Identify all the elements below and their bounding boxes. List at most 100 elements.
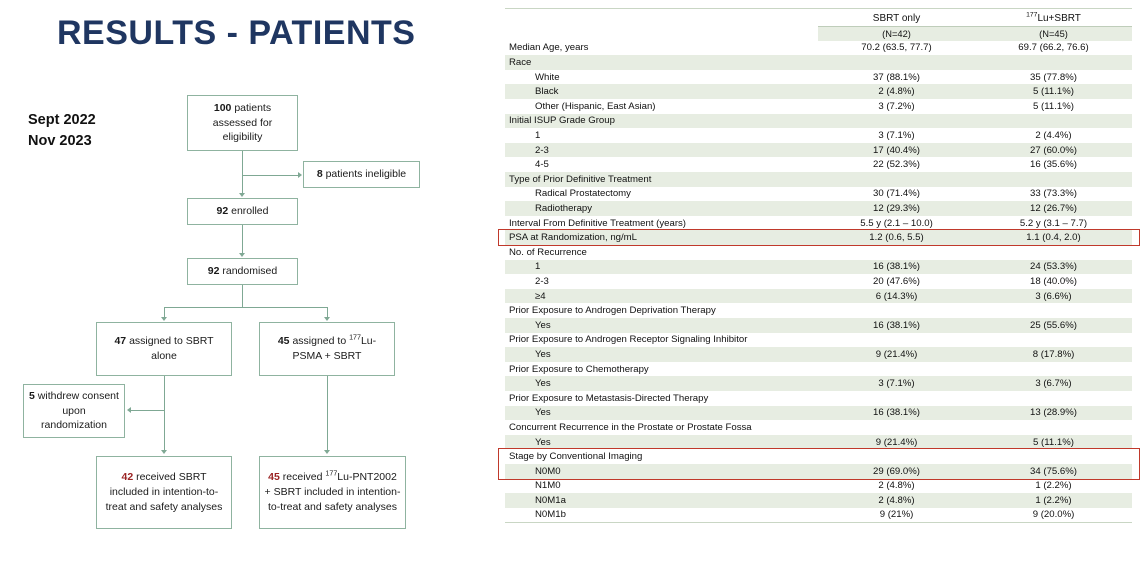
row-label: ≥4 bbox=[505, 288, 818, 304]
flow-text-withdrew: withdrew consent upon randomization bbox=[34, 389, 119, 432]
header-n-lu: (N=45) bbox=[975, 26, 1132, 41]
flow-text-received-sbrt: received SBRT included in intention-to-t… bbox=[105, 471, 223, 513]
cell-lu-sbrt: 5.2 y (3.1 – 7.7) bbox=[975, 215, 1132, 231]
cell-lu-sbrt: 27 (60.0%) bbox=[975, 142, 1132, 158]
connector-split-horizontal bbox=[164, 307, 327, 308]
header-sbrt-only: SBRT only bbox=[818, 11, 975, 27]
row-label: Stage by Conventional Imaging bbox=[505, 449, 818, 464]
cell-lu-sbrt bbox=[975, 113, 1132, 129]
row-label: Prior Exposure to Androgen Receptor Sign… bbox=[505, 332, 818, 348]
connector-lu-down bbox=[327, 376, 328, 451]
flow-box-withdrew: 5 withdrew consent upon randomization bbox=[23, 384, 125, 438]
cell-sbrt-only: 9 (21.4%) bbox=[818, 347, 975, 362]
row-label: No. of Recurrence bbox=[505, 245, 818, 260]
date-range-line1: Sept 2022 bbox=[28, 112, 96, 128]
cell-lu-sbrt: 13 (28.9%) bbox=[975, 405, 1132, 421]
row-label: Prior Exposure to Androgen Deprivation T… bbox=[505, 303, 818, 318]
row-label: 2-3 bbox=[505, 142, 818, 158]
arrow-received-lu bbox=[324, 450, 330, 454]
flow-text-ineligible: patients ineligible bbox=[322, 168, 407, 181]
left-panel: RESULTS - PATIENTS Sept 2022 Nov 2023 10… bbox=[0, 0, 500, 566]
table-row: No. of Recurrence bbox=[505, 245, 1132, 260]
row-label: 4-5 bbox=[505, 157, 818, 173]
cell-lu-sbrt: 18 (40.0%) bbox=[975, 274, 1132, 289]
cell-lu-sbrt bbox=[975, 420, 1132, 435]
cell-sbrt-only: 37 (88.1%) bbox=[818, 69, 975, 85]
table-head: SBRT only 177Lu+SBRT (N=42) (N=45) bbox=[505, 8, 1132, 41]
table-row: Type of Prior Definitive Treatment bbox=[505, 172, 1132, 187]
arrow-ineligible bbox=[298, 172, 302, 178]
cell-lu-sbrt: 8 (17.8%) bbox=[975, 347, 1132, 362]
cell-sbrt-only: 16 (38.1%) bbox=[818, 317, 975, 333]
cell-lu-sbrt bbox=[975, 303, 1132, 318]
flow-num-assigned-lu: 45 bbox=[277, 335, 290, 348]
cell-lu-sbrt: 9 (20.0%) bbox=[975, 507, 1132, 523]
cell-lu-sbrt: 25 (55.6%) bbox=[975, 317, 1132, 333]
row-label: Initial ISUP Grade Group bbox=[505, 113, 818, 129]
row-label: Yes bbox=[505, 376, 818, 391]
flow-text-assigned-lu: assigned to bbox=[289, 335, 350, 348]
flow-text-assigned-sbrt: assigned to SBRT alone bbox=[126, 335, 214, 362]
flow-sup-received-lu: 177 bbox=[325, 469, 338, 478]
cell-sbrt-only: 2 (4.8%) bbox=[818, 478, 975, 494]
cell-sbrt-only: 70.2 (63.5, 77.7) bbox=[818, 40, 975, 56]
row-label: Yes bbox=[505, 317, 818, 333]
cell-sbrt-only bbox=[818, 113, 975, 129]
flow-box-enrolled: 92 enrolled bbox=[187, 198, 298, 225]
flow-num-assigned-sbrt: 47 bbox=[114, 335, 127, 348]
cell-lu-sbrt bbox=[975, 361, 1132, 377]
table-row: Interval From Definitive Treatment (year… bbox=[505, 215, 1132, 231]
flow-num-received-lu: 45 bbox=[268, 471, 280, 484]
cell-sbrt-only: 3 (7.1%) bbox=[818, 128, 975, 143]
cell-sbrt-only: 16 (38.1%) bbox=[818, 259, 975, 275]
cell-lu-sbrt bbox=[975, 449, 1132, 464]
cell-sbrt-only: 17 (40.4%) bbox=[818, 142, 975, 158]
header-blank bbox=[505, 11, 818, 27]
flow-num-received-sbrt: 42 bbox=[121, 471, 134, 484]
cell-sbrt-only: 20 (47.6%) bbox=[818, 274, 975, 289]
cell-sbrt-only: 9 (21.4%) bbox=[818, 434, 975, 450]
header-lu-sbrt: 177Lu+SBRT bbox=[975, 11, 1132, 27]
row-label: Yes bbox=[505, 434, 818, 450]
row-label: 2-3 bbox=[505, 274, 818, 289]
cell-sbrt-only: 30 (71.4%) bbox=[818, 186, 975, 202]
cell-lu-sbrt: 12 (26.7%) bbox=[975, 201, 1132, 216]
cell-sbrt-only: 2 (4.8%) bbox=[818, 84, 975, 100]
row-label: Radiotherapy bbox=[505, 201, 818, 216]
cell-lu-sbrt bbox=[975, 172, 1132, 187]
row-label: Yes bbox=[505, 405, 818, 421]
table-row: Prior Exposure to Chemotherapy bbox=[505, 361, 1132, 377]
cell-sbrt-only: 9 (21%) bbox=[818, 507, 975, 523]
row-label: Type of Prior Definitive Treatment bbox=[505, 172, 818, 187]
flow-box-received-sbrt: 42 received SBRT included in intention-t… bbox=[96, 456, 232, 529]
patient-characteristics-table-panel: SBRT only 177Lu+SBRT (N=42) (N=45) Media… bbox=[498, 0, 1144, 566]
row-label: Prior Exposure to Metastasis-Directed Th… bbox=[505, 390, 818, 406]
row-label: Other (Hispanic, East Asian) bbox=[505, 99, 818, 114]
cell-sbrt-only: 3 (7.1%) bbox=[818, 376, 975, 391]
flow-box-assigned-lu: 45 assigned to 177Lu-PSMA + SBRT bbox=[259, 322, 395, 376]
row-label: N0M1a bbox=[505, 493, 818, 508]
cell-lu-sbrt: 1 (2.2%) bbox=[975, 493, 1132, 508]
row-label: 1 bbox=[505, 128, 818, 143]
flow-box-randomised: 92 randomised bbox=[187, 258, 298, 285]
arrow-randomised bbox=[239, 253, 245, 257]
table-top-rule bbox=[505, 8, 1132, 12]
arrow-assigned-sbrt bbox=[161, 317, 167, 321]
cell-lu-sbrt: 16 (35.6%) bbox=[975, 157, 1132, 173]
flow-box-assigned-sbrt: 47 assigned to SBRT alone bbox=[96, 322, 232, 376]
cell-lu-sbrt bbox=[975, 245, 1132, 260]
row-label: White bbox=[505, 69, 818, 85]
flow-text-received-lu: received bbox=[279, 471, 326, 484]
table-row: Prior Exposure to Metastasis-Directed Th… bbox=[505, 390, 1132, 406]
table-row: Other (Hispanic, East Asian)3 (7.2%)5 (1… bbox=[505, 99, 1132, 114]
table-row: Prior Exposure to Androgen Deprivation T… bbox=[505, 303, 1132, 318]
